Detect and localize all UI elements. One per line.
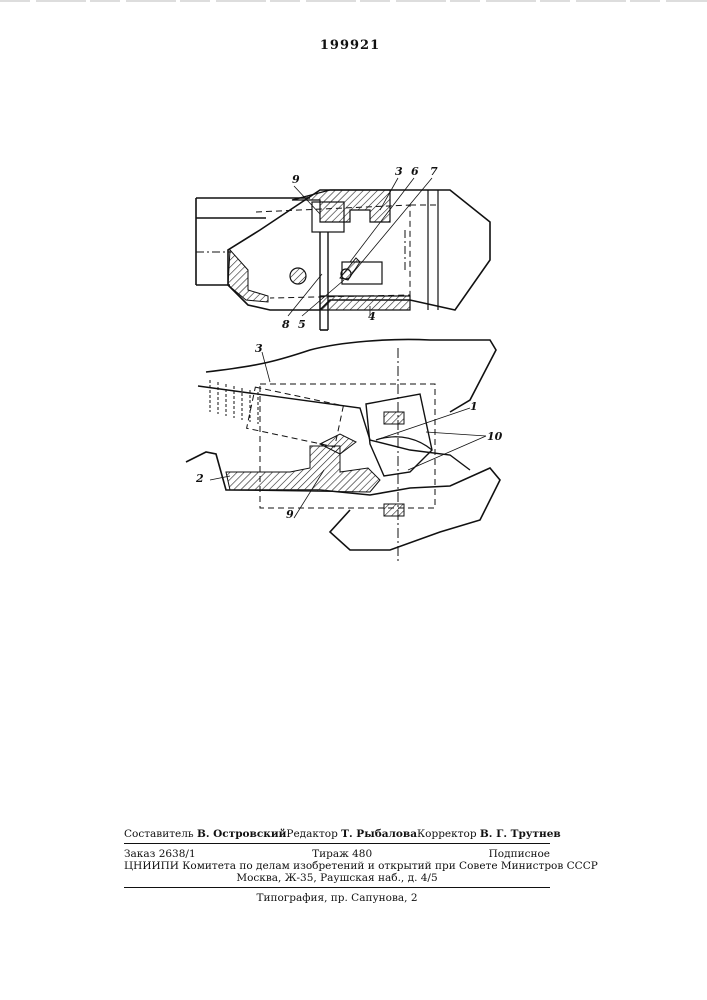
top-figure: [196, 178, 490, 330]
footer-divider-2: [124, 887, 550, 888]
institute-line: ЦНИИПИ Комитета по делам изобретений и о…: [124, 860, 550, 872]
credits-row: Составитель В. Островский Редактор Т. Ры…: [124, 828, 550, 840]
order-row: Заказ 2638/1 Тираж 480 Подписное: [124, 848, 550, 860]
page-top-edge: [0, 0, 707, 3]
editor-credit: Редактор Т. Рыбалова: [286, 828, 417, 840]
printing-line: Типография, пр. Сапунова, 2: [124, 892, 550, 904]
subscription: Подписное: [489, 848, 550, 860]
order-number: Заказ 2638/1: [124, 848, 196, 860]
label-bottom-2: 2: [196, 472, 204, 485]
editor-name: Т. Рыбалова: [341, 828, 417, 840]
address-line: Москва, Ж-35, Раушская наб., д. 4/5: [124, 872, 550, 884]
label-top-9: 9: [292, 173, 300, 186]
label-top-7: 7: [430, 165, 438, 178]
circulation: Тираж 480: [312, 848, 372, 860]
label-top-4: 4: [368, 310, 376, 323]
label-bottom-3: 3: [255, 342, 263, 355]
corrector-name: В. Г. Трутнев: [480, 828, 561, 840]
label-top-6: 6: [411, 165, 419, 178]
part-3-hatched: [292, 190, 390, 222]
label-top-5: 5: [298, 318, 306, 331]
label-top-3: 3: [395, 165, 403, 178]
compiler-name: В. Островский: [197, 828, 286, 840]
compiler-credit: Составитель В. Островский: [124, 828, 286, 840]
corrector-label: Корректор: [417, 828, 477, 840]
corrector-credit: Корректор В. Г. Трутнев: [417, 828, 561, 840]
pin-circle: [290, 268, 306, 284]
footer-divider: [124, 843, 550, 844]
imprint-footer: Составитель В. Островский Редактор Т. Ры…: [124, 828, 550, 904]
bottom-figure: [186, 339, 500, 562]
part-4-hatched: [320, 296, 410, 310]
label-bottom-9: 9: [286, 508, 294, 521]
lower-profile: [186, 452, 500, 550]
compiler-label: Составитель: [124, 828, 194, 840]
technical-drawing: [170, 150, 530, 570]
label-bottom-10: 10: [487, 430, 502, 443]
spring-coils: [210, 380, 258, 424]
label-top-8: 8: [282, 318, 290, 331]
label-bottom-1: 1: [470, 400, 478, 413]
patent-number: 199921: [300, 38, 400, 53]
bottom-base-hatched: [226, 446, 380, 492]
editor-label: Редактор: [286, 828, 337, 840]
